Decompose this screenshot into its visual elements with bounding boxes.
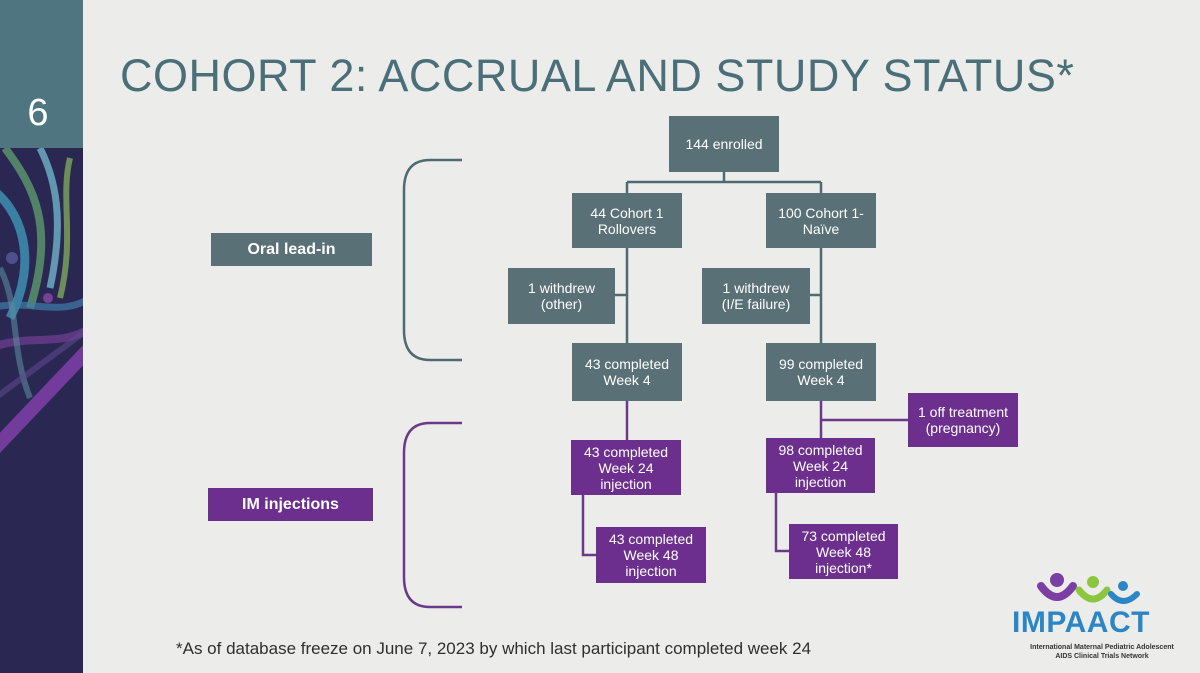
logo-wordmark: IMPAACT: [1012, 606, 1150, 639]
node-left-week48: 43 completed Week 48 injection: [596, 527, 706, 583]
node-withdrew-other: 1 withdrew (other): [508, 268, 615, 324]
slide-number-box: 6: [0, 0, 83, 148]
node-rollovers: 44 Cohort 1 Rollovers: [572, 193, 682, 248]
logo-subtitle: International Maternal Pediatric Adolesc…: [1030, 644, 1174, 660]
decorative-ribbons: [0, 148, 83, 453]
node-enrolled: 144 enrolled: [669, 116, 779, 172]
node-left-week24: 43 completed Week 24 injection: [571, 440, 681, 495]
node-withdrew-ie: 1 withdrew (I/E failure): [702, 268, 810, 324]
node-right-week24: 98 completed Week 24 injection: [766, 438, 875, 493]
im-injections-label: IM injections: [208, 488, 373, 521]
oral-lead-in-label: Oral lead-in: [211, 233, 372, 266]
node-right-week4: 99 completed Week 4: [766, 343, 876, 401]
slide-number: 6: [27, 92, 49, 134]
node-right-week48: 73 completed Week 48 injection*: [789, 524, 898, 579]
node-off-treatment: 1 off treatment (pregnancy): [908, 393, 1018, 447]
footnote: *As of database freeze on June 7, 2023 b…: [176, 639, 812, 658]
node-left-week4: 43 completed Week 4: [572, 343, 682, 401]
impaact-logo-icon: [1037, 573, 1140, 604]
sidebar: 6: [0, 0, 83, 673]
slide-title: COHORT 2: ACCRUAL AND STUDY STATUS*: [120, 50, 1075, 101]
node-naive: 100 Cohort 1- Naïve: [766, 193, 876, 248]
